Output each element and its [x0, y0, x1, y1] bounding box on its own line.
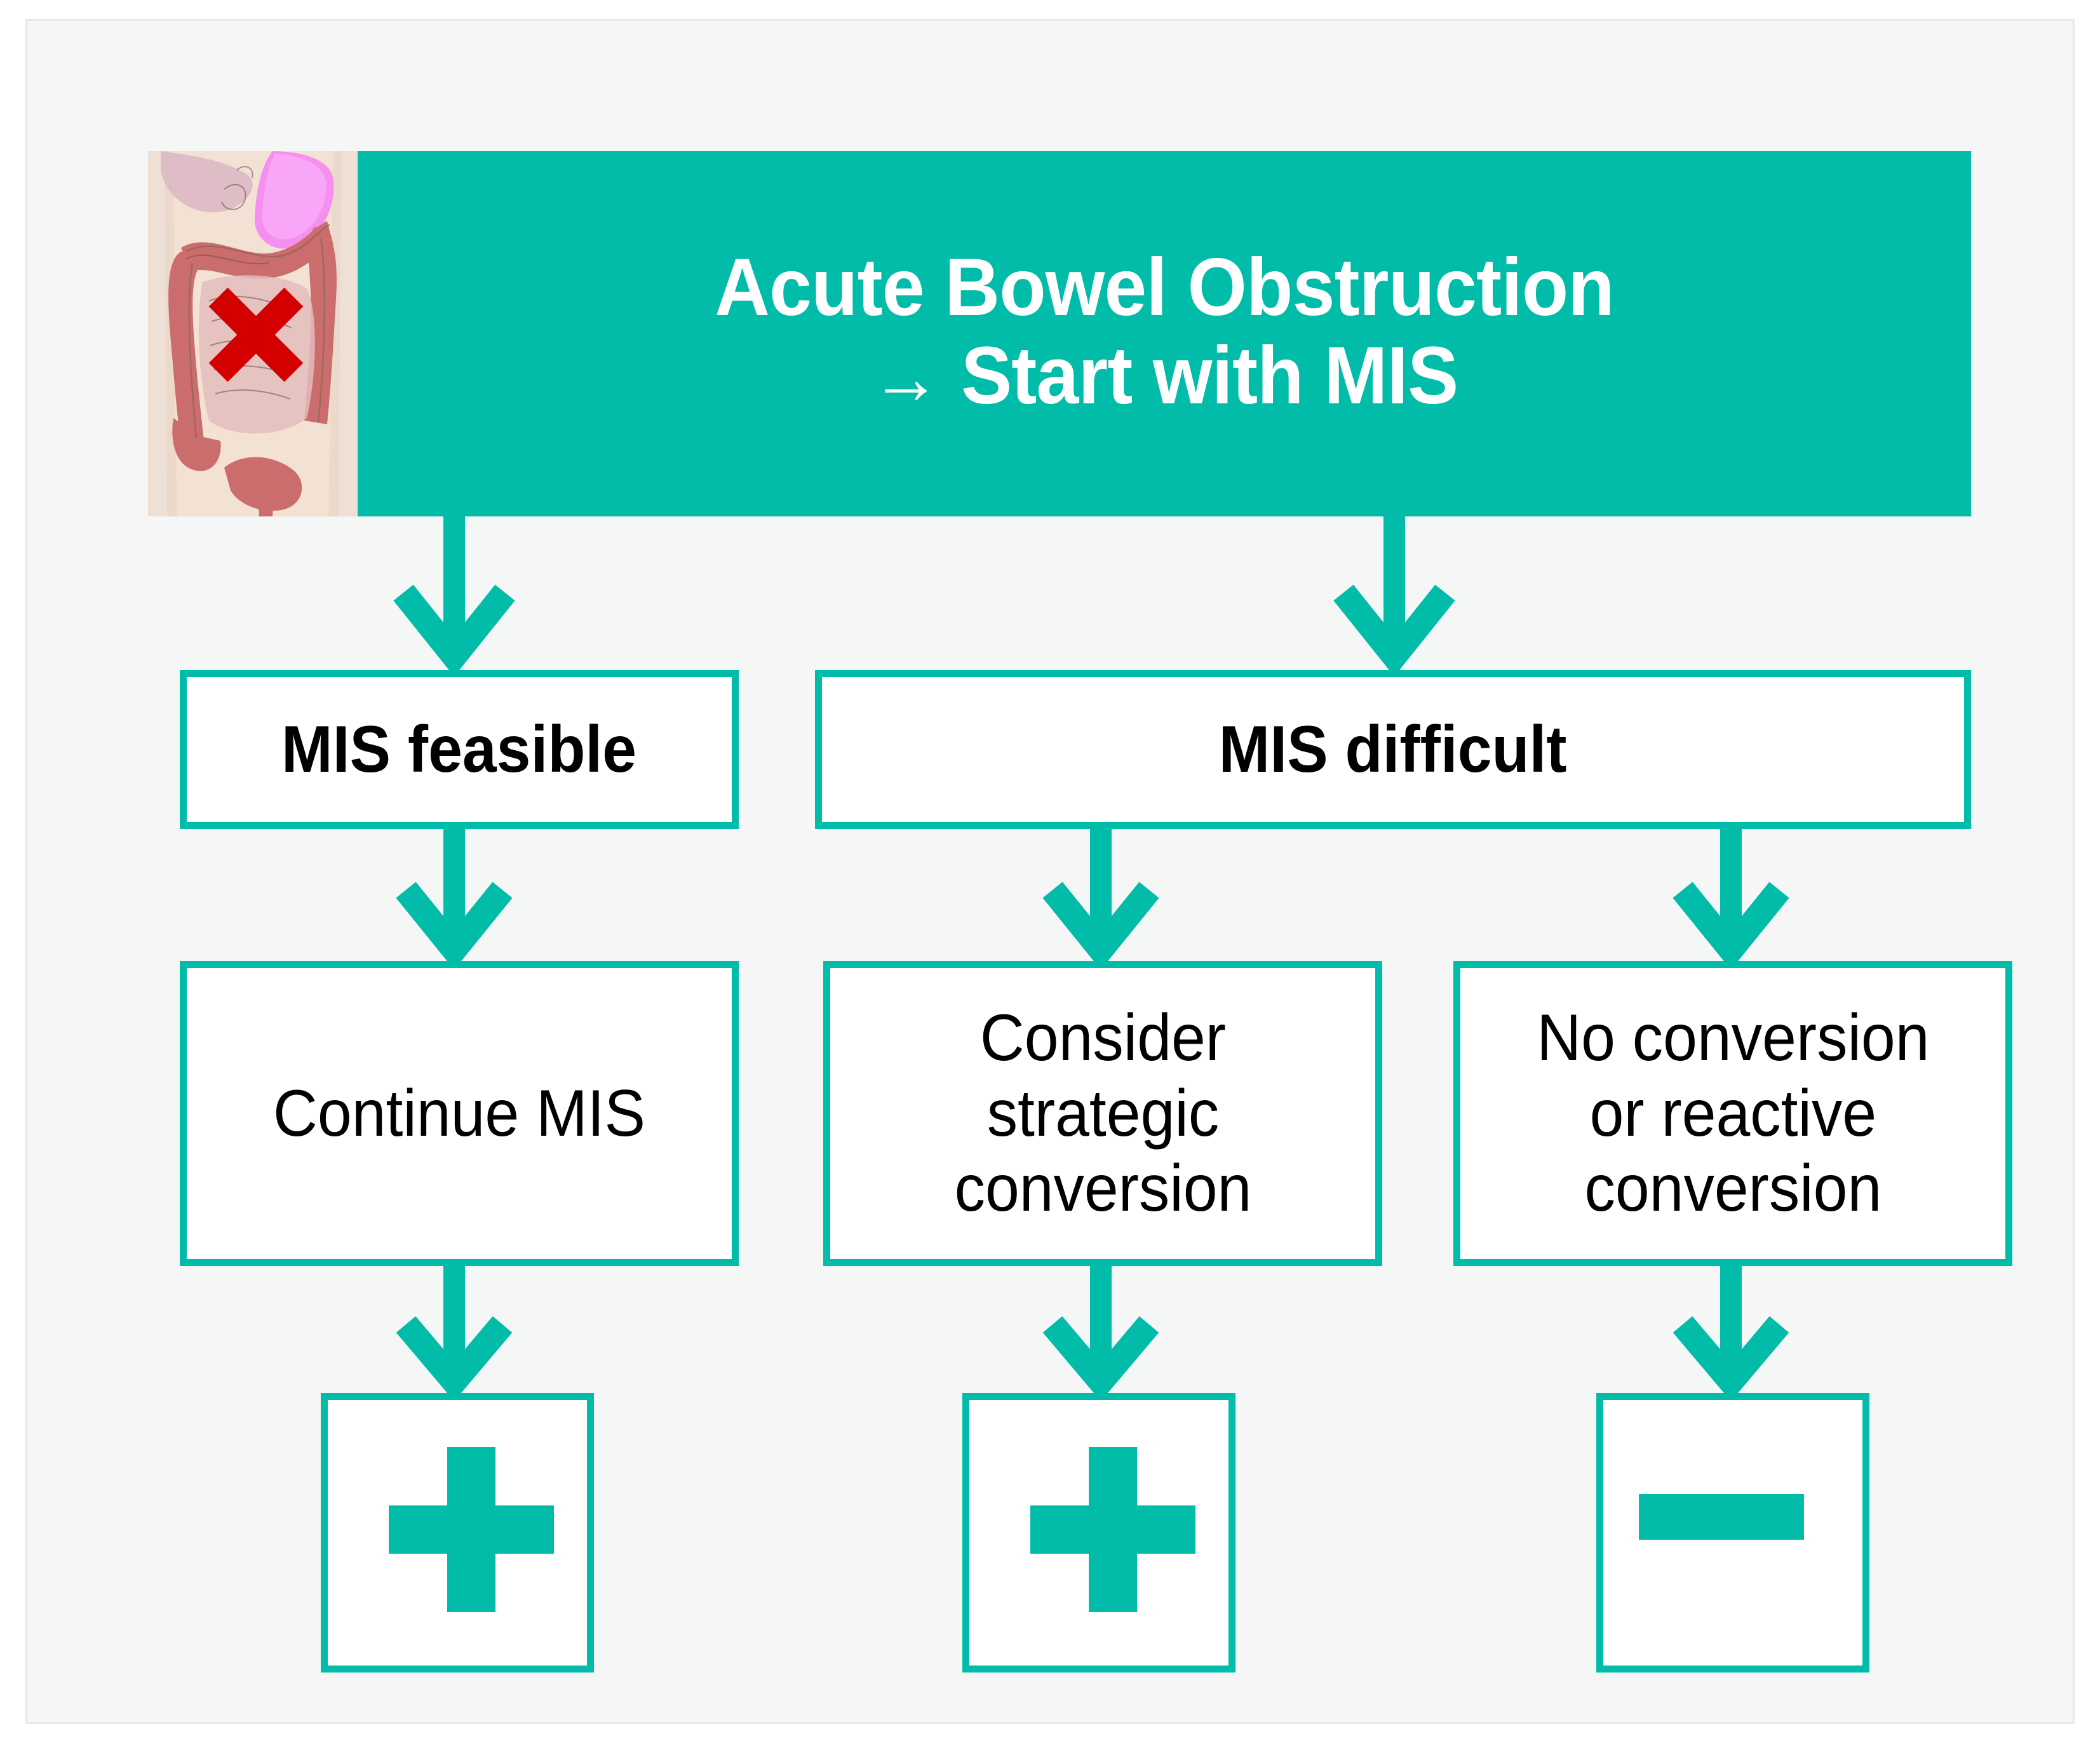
outcome-box-middle[interactable] — [962, 1393, 1235, 1672]
node-continue-mis-label: Continue MIS — [273, 1076, 645, 1150]
strategic-line-3: conversion — [954, 1152, 1251, 1226]
node-continue-mis[interactable]: Continue MIS — [180, 961, 739, 1266]
header-title-line2-text: Start with MIS — [961, 330, 1458, 421]
node-mis-feasible-label: MIS feasible — [281, 712, 637, 786]
minus-icon — [1639, 1494, 1804, 1540]
outcome-box-left[interactable] — [321, 1393, 594, 1672]
noconv-line-3: conversion — [1584, 1152, 1881, 1226]
node-mis-feasible[interactable]: MIS feasible — [180, 670, 739, 829]
right-arrow-icon: → — [870, 335, 941, 420]
outcome-box-right[interactable] — [1596, 1393, 1869, 1672]
header-banner: Acute Bowel Obstruction → Start with MIS — [148, 151, 1971, 516]
node-no-conversion-or-reactive-label: No conversion or reactive conversion — [1537, 1000, 1929, 1227]
node-consider-strategic-conversion-label: Consider strategic conversion — [954, 1000, 1251, 1227]
header-title-line2: → Start with MIS — [870, 330, 1459, 421]
strategic-line-1: Consider — [979, 1001, 1226, 1075]
noconv-line-1: No conversion — [1536, 1001, 1930, 1075]
node-no-conversion-or-reactive[interactable]: No conversion or reactive conversion — [1453, 961, 2012, 1266]
colon-anatomy-illustration — [148, 151, 358, 516]
diagram-page: Acute Bowel Obstruction → Start with MIS — [25, 19, 2075, 1724]
strategic-line-2: strategic — [986, 1076, 1219, 1150]
node-mis-difficult-label: MIS difficult — [1218, 712, 1568, 786]
plus-icon-horizontal-bar — [1030, 1505, 1195, 1554]
node-consider-strategic-conversion[interactable]: Consider strategic conversion — [823, 961, 1382, 1266]
noconv-line-2: or reactive — [1589, 1076, 1876, 1150]
node-mis-difficult[interactable]: MIS difficult — [815, 670, 1971, 829]
header-text-block: Acute Bowel Obstruction → Start with MIS — [358, 151, 1971, 516]
plus-icon-horizontal-bar — [389, 1505, 554, 1554]
header-title-line1: Acute Bowel Obstruction — [715, 242, 1615, 333]
